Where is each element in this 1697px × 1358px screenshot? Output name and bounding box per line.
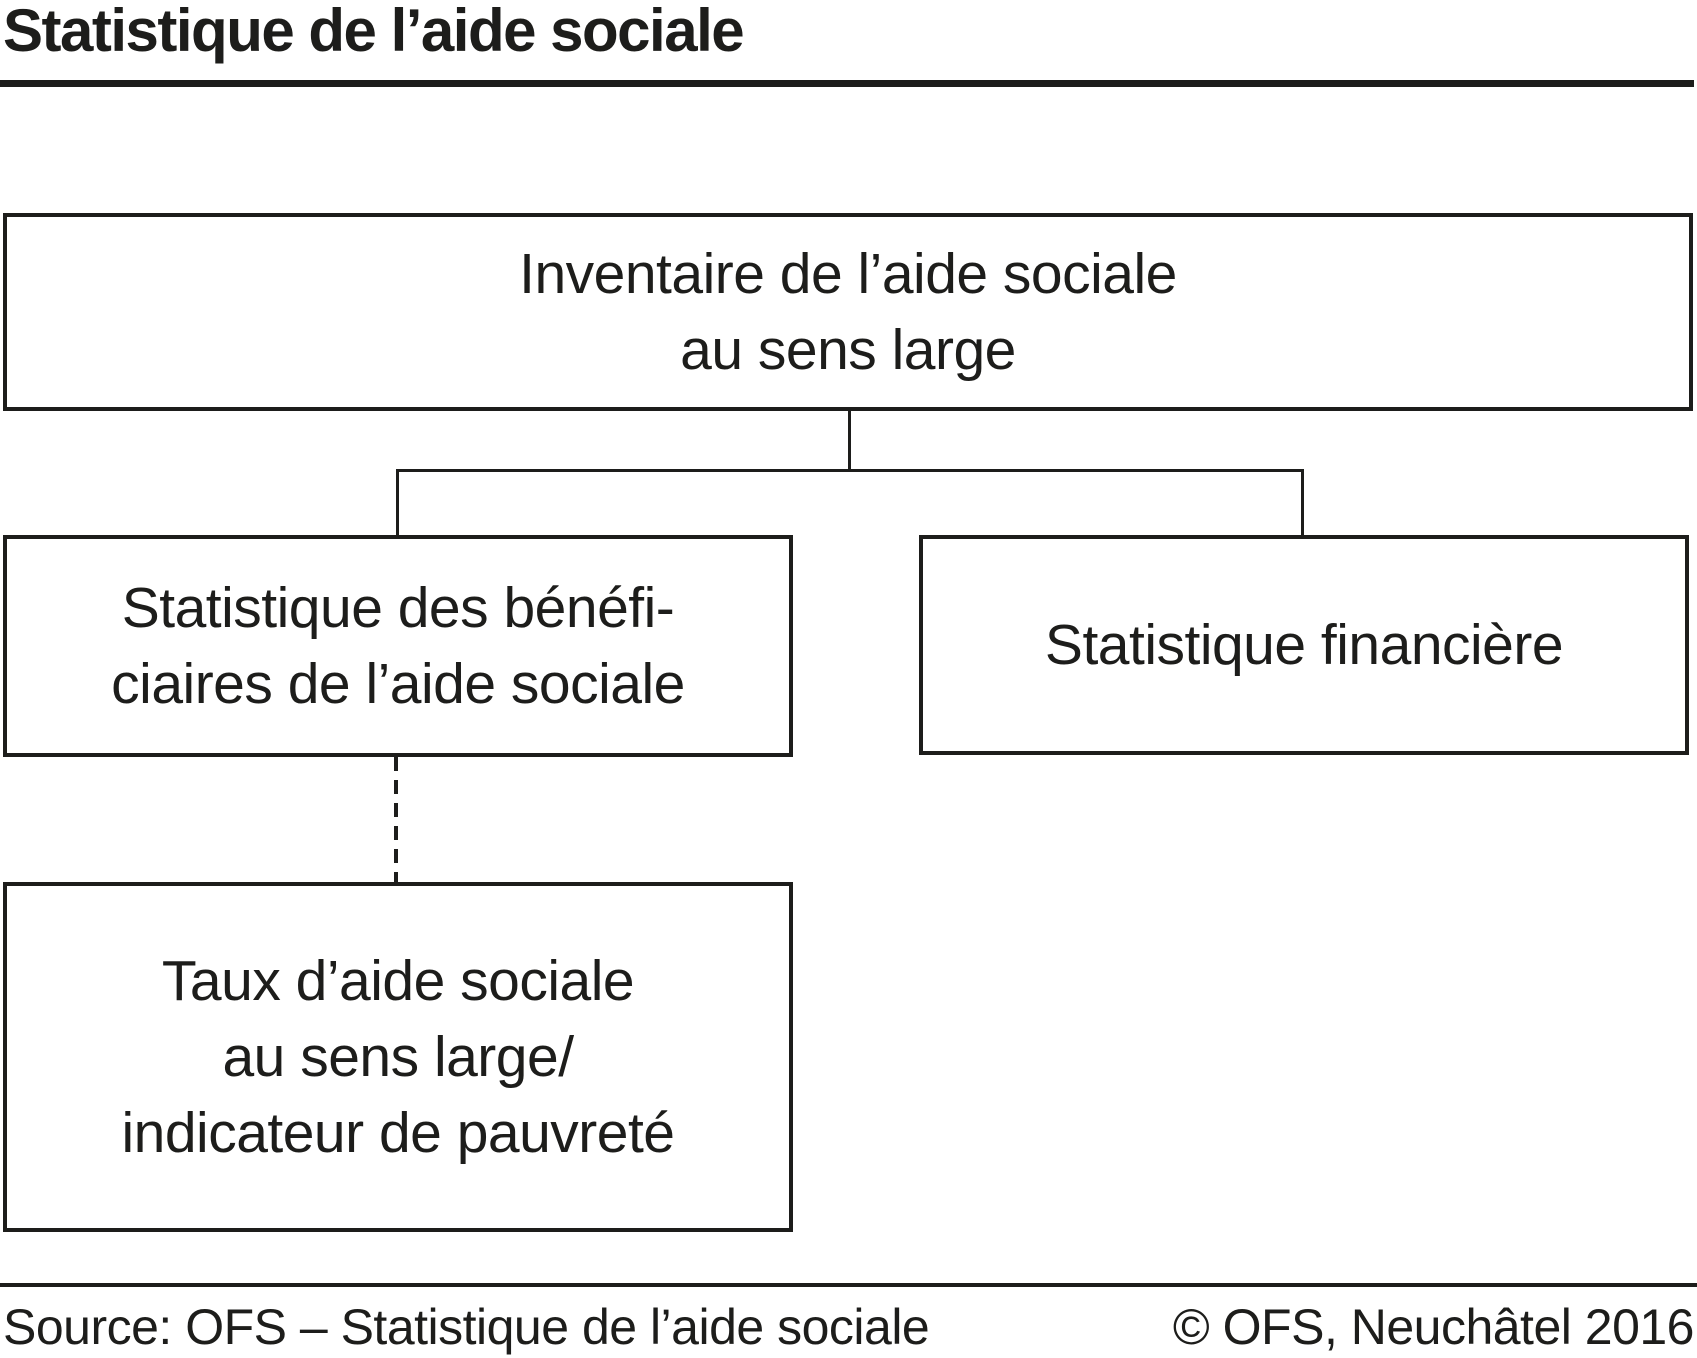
- node-taux-line-1: Taux d’aide sociale: [161, 949, 635, 1013]
- connector-horizontal-bar: [396, 469, 1304, 472]
- node-taux-line-2: au sens large/: [222, 1025, 574, 1089]
- node-taux-line-3: indicateur de pauvreté: [121, 1101, 675, 1165]
- node-beneficiaires-line-2: ciaires de l’aide sociale: [111, 652, 685, 716]
- footer: Source: OFS – Statistique de l’aide soci…: [3, 1298, 1695, 1356]
- connector-root-stem: [848, 411, 851, 471]
- node-inventaire-aide-sociale: Inventaire de l’aide sociale au sens lar…: [3, 213, 1693, 411]
- connector-drop-right: [1301, 469, 1304, 535]
- node-beneficiaires-line-1: Statistique des bénéfi-: [121, 576, 675, 640]
- node-statistique-financiere: Statistique financière: [919, 535, 1689, 755]
- title-underline: [0, 80, 1694, 87]
- footer-copyright-text: © OFS, Neuchâtel 2016: [1172, 1299, 1695, 1355]
- footer-source-text: Source: OFS – Statistique de l’aide soci…: [3, 1299, 930, 1355]
- node-financiere-line-1: Statistique financière: [1044, 613, 1564, 677]
- node-statistique-beneficiaires: Statistique des bénéfi- ciaires de l’aid…: [3, 535, 793, 757]
- node-inventaire-line-1: Inventaire de l’aide sociale: [519, 242, 1177, 306]
- footer-separator-line: [0, 1283, 1697, 1287]
- node-inventaire-line-2: au sens large: [680, 318, 1016, 382]
- connector-dashed-vertical: [394, 757, 398, 882]
- connector-drop-left: [396, 469, 399, 535]
- figure-title: Statistique de l’aide sociale: [3, 0, 745, 64]
- node-taux-aide-sociale: Taux d’aide sociale au sens large/ indic…: [3, 882, 793, 1232]
